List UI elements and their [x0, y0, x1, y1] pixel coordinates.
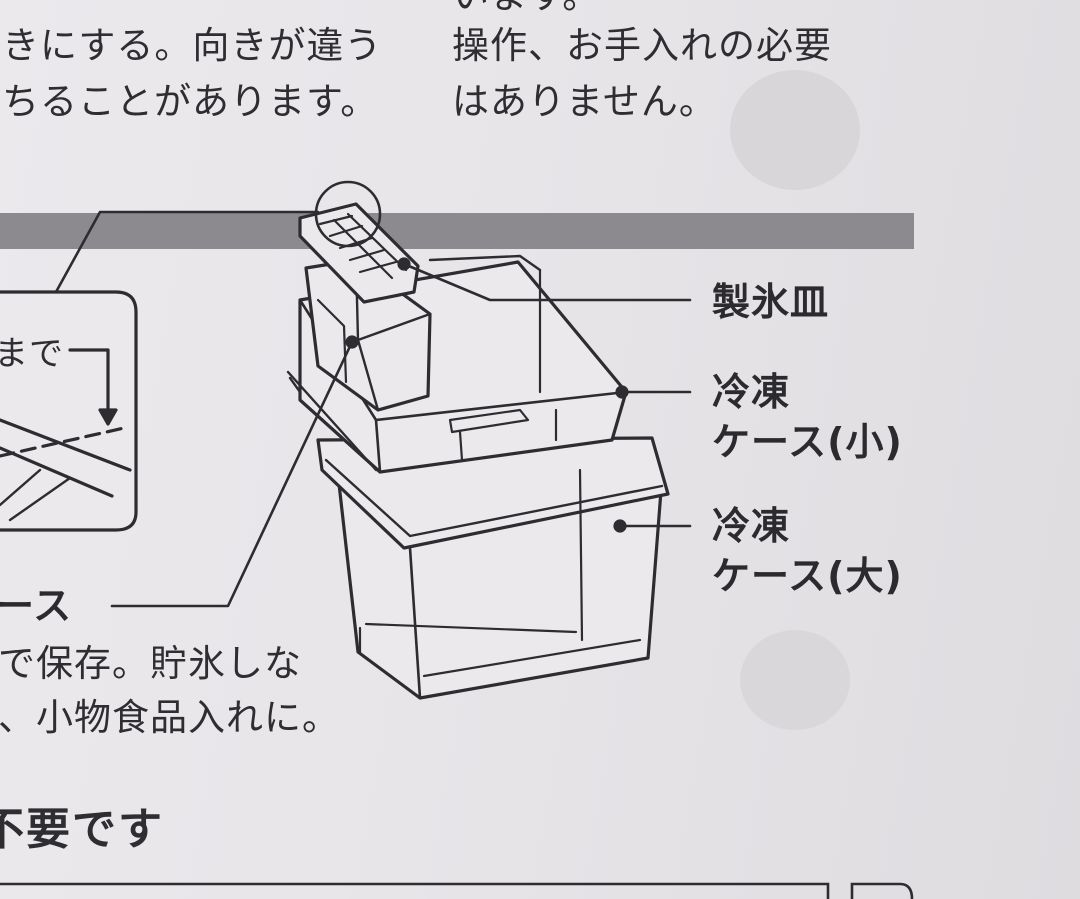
inset-text: まで	[0, 334, 64, 374]
label-large-case-line1: 冷凍	[712, 504, 791, 548]
inset-callout-line	[54, 210, 320, 294]
note-line-0: います。	[452, 0, 600, 16]
label-small-case-line2: ケース(小)	[712, 420, 903, 464]
label-large-case-line2: ケース(大)	[712, 554, 903, 598]
section-heading: 不要です	[0, 804, 164, 855]
ice-tray	[298, 202, 420, 304]
note-line-2: はありません。	[452, 80, 717, 123]
ice-tray-leader	[402, 262, 692, 302]
section-band	[0, 213, 914, 249]
show-through-mark	[740, 630, 850, 730]
label-small-case-line1: 冷凍	[712, 370, 791, 414]
show-through-mark	[730, 70, 860, 190]
label-ice-box: ース	[0, 584, 73, 628]
instruction-line-1: 向きにする。向きが違う	[0, 24, 383, 67]
inset-tray-line	[0, 418, 132, 472]
ice-box-leader	[110, 340, 354, 608]
description-line-2: 、小物食品入れに。	[0, 696, 340, 739]
label-ice-tray: 製氷皿	[712, 280, 830, 324]
instruction-line-2: 落ちることがあります。	[0, 80, 379, 123]
note-line-1: 操作、お手入れの必要	[452, 24, 832, 67]
ice-tray-detail-circle	[314, 180, 382, 248]
inset-arrow	[68, 348, 110, 420]
description-line-1: で保存。貯氷しな	[0, 642, 302, 685]
